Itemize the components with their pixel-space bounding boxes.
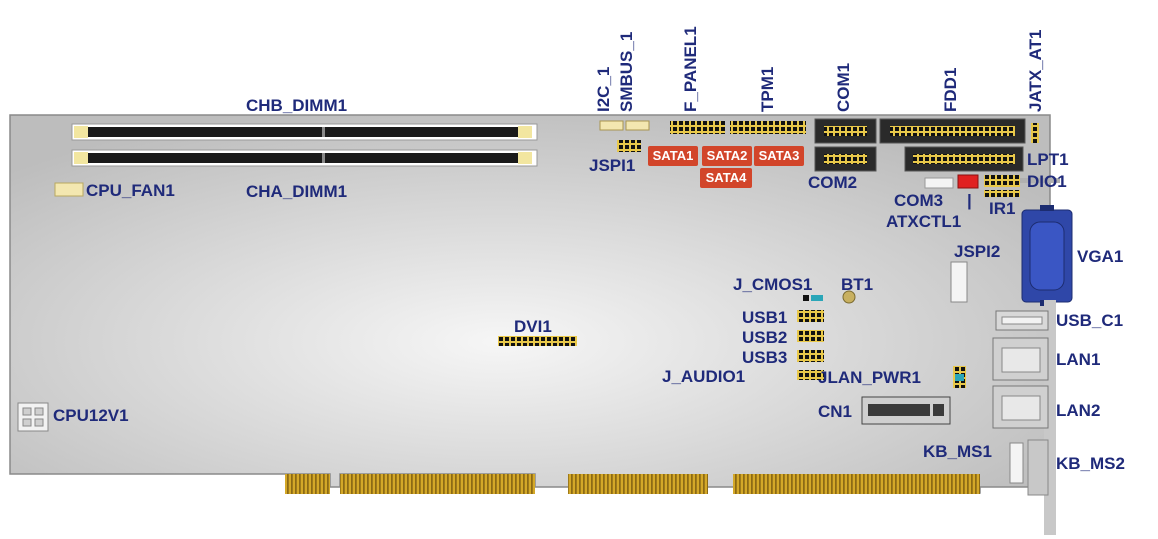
f-panel-header bbox=[670, 121, 725, 134]
label-lan2: LAN2 bbox=[1056, 401, 1101, 420]
label-f-panel: F_PANEL1 bbox=[681, 26, 700, 112]
label-cpu12v: CPU12V1 bbox=[53, 406, 129, 425]
dimm-slot-b bbox=[71, 123, 538, 141]
label-jatx: JATX_AT1 bbox=[1026, 29, 1045, 112]
label-usb2: USB2 bbox=[742, 328, 788, 347]
atxctl-connector bbox=[957, 174, 979, 189]
label-i2c: I2C_1 bbox=[594, 66, 613, 112]
cpu-fan-connector bbox=[54, 182, 84, 197]
gold-finger-2 bbox=[340, 474, 535, 494]
pcb-board bbox=[9, 114, 1051, 494]
label-j-cmos: J_CMOS1 bbox=[733, 275, 813, 294]
cn1-slot bbox=[861, 396, 951, 425]
label-j-audio: J_AUDIO1 bbox=[662, 367, 746, 386]
i2c-connector bbox=[599, 120, 624, 131]
usb1-header bbox=[797, 310, 824, 322]
com3-connector bbox=[924, 177, 954, 189]
jatx-at-jumper bbox=[1031, 123, 1039, 143]
smbus-connector bbox=[625, 120, 650, 131]
label-usb3: USB3 bbox=[742, 348, 788, 367]
usb2-header bbox=[797, 330, 824, 342]
label-cpu-fan: CPU_FAN1 bbox=[86, 181, 175, 200]
label-cn1: CN1 bbox=[818, 402, 853, 421]
label-vga: VGA1 bbox=[1077, 247, 1124, 266]
com2-connector bbox=[814, 146, 877, 172]
tpm-header bbox=[730, 121, 806, 134]
label-jlan-pwr: JLAN_PWR1 bbox=[818, 368, 921, 387]
kb-ms2-bracket bbox=[1027, 439, 1049, 496]
sata1-badge: SATA1 bbox=[648, 146, 698, 166]
label-jspi1: JSPI1 bbox=[589, 156, 636, 175]
cpu12v-connector bbox=[17, 402, 49, 432]
jspi1-header bbox=[617, 140, 641, 152]
label-cha-dimm: CHA_DIMM1 bbox=[246, 182, 348, 201]
label-atxctl: ATXCTL1 bbox=[886, 212, 962, 231]
label-usb1: USB1 bbox=[742, 308, 788, 327]
lpt-connector bbox=[904, 146, 1024, 172]
side-bracket bbox=[1020, 178, 1060, 183]
label-smbus: SMBUS_1 bbox=[617, 31, 636, 112]
sata2-badge: SATA2 bbox=[702, 146, 752, 166]
label-ir: IR1 bbox=[989, 199, 1016, 218]
dimm-slot-a bbox=[71, 149, 538, 167]
j-audio-header bbox=[797, 370, 824, 380]
label-com3: COM3 bbox=[894, 191, 944, 210]
vga-connector bbox=[1021, 205, 1073, 306]
sata3-badge: SATA3 bbox=[754, 146, 804, 166]
label-jspi2: JSPI2 bbox=[954, 242, 1001, 261]
label-dio: DIO1 bbox=[1027, 172, 1067, 191]
label-bt: BT1 bbox=[841, 275, 874, 294]
label-tpm: TPM1 bbox=[758, 66, 777, 112]
com1-connector bbox=[814, 118, 877, 144]
label-fdd: FDD1 bbox=[941, 67, 960, 112]
jspi2-connector bbox=[950, 261, 968, 303]
label-chb-dimm: CHB_DIMM1 bbox=[246, 96, 348, 115]
label-usb-c: USB_C1 bbox=[1056, 311, 1124, 330]
battery-bt1 bbox=[842, 290, 856, 304]
gold-finger-3 bbox=[568, 474, 708, 494]
fdd-connector bbox=[879, 118, 1026, 144]
label-atxctl-separator: | bbox=[967, 191, 972, 210]
ir-header bbox=[984, 190, 1020, 197]
label-com1: COM1 bbox=[834, 62, 853, 112]
sata4-badge: SATA4 bbox=[700, 168, 752, 188]
usb3-header bbox=[797, 350, 824, 362]
gold-finger-4 bbox=[733, 474, 980, 494]
label-dvi: DVI1 bbox=[514, 317, 552, 336]
label-lan1: LAN1 bbox=[1056, 350, 1101, 369]
j-cmos-jumper bbox=[803, 295, 809, 301]
gold-finger-1 bbox=[285, 474, 330, 494]
kb-ms1-connector bbox=[1009, 442, 1024, 484]
label-com2: COM2 bbox=[808, 173, 858, 192]
label-kb-ms2: KB_MS2 bbox=[1056, 454, 1125, 473]
dvi-header bbox=[498, 336, 577, 346]
label-lpt: LPT1 bbox=[1027, 150, 1069, 169]
label-kb-ms1: KB_MS1 bbox=[923, 442, 992, 461]
dio-header bbox=[984, 175, 1020, 187]
